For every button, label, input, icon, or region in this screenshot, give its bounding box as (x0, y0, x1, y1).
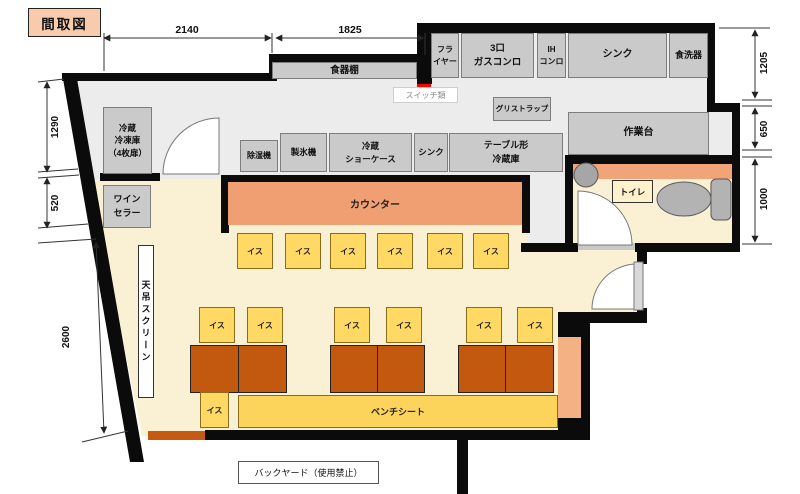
equipment-fryer: フラ イヤー (431, 33, 459, 78)
bench-seat: ベンチシート (238, 395, 558, 428)
chair: イス (427, 233, 463, 269)
toilet-door-threshold (578, 243, 635, 250)
doors (162, 117, 644, 311)
ceiling-screen: 天吊スクリーン (138, 245, 154, 398)
toilet-door-arc (577, 190, 633, 246)
equipment-showcase: 冷蔵 ショーケース (329, 133, 412, 172)
chair: イス (247, 307, 283, 343)
equipment-fridge-freezer: 冷蔵 冷凍庫 （4枚扉） (103, 107, 152, 174)
back-door-strip (148, 431, 205, 440)
table (330, 345, 378, 393)
equipment-sink-top: シンク (568, 33, 667, 78)
table (238, 345, 287, 393)
chair: イス (330, 233, 366, 269)
equipment-ice-maker: 製氷機 (280, 133, 327, 172)
chair: イス (199, 307, 235, 343)
chair: イス (285, 233, 321, 269)
toilet-tank (710, 178, 732, 221)
dim-right-lower: 1000 (759, 187, 770, 211)
equipment-gas-stove: 3口 ガスコンロ (461, 33, 534, 78)
equipment-ih-stove: IH コンロ (537, 33, 566, 78)
dim-right-upper: 1205 (759, 51, 770, 75)
dim-top-left: 2140 (175, 24, 199, 36)
chair: イス (386, 307, 422, 343)
chair: イス (377, 233, 413, 269)
equipment-grease-trap: グリストラップ (493, 97, 551, 121)
equipment-work-table: 作業台 (568, 112, 709, 155)
dim-left-mid: 520 (50, 194, 61, 212)
table (458, 345, 506, 393)
chair: イス (334, 307, 370, 343)
backyard-label: バックヤード（使用禁止） (238, 461, 379, 484)
entrance-door-leaf (633, 261, 644, 311)
toilet-fixtures (573, 162, 732, 221)
table (377, 345, 425, 393)
dim-left-lower: 2600 (61, 325, 72, 349)
table (190, 345, 239, 393)
counter: カウンター (228, 182, 522, 225)
dim-left-upper: 1290 (50, 115, 61, 139)
equipment-dish-shelf: 食器棚 (272, 62, 417, 79)
chair: イス (200, 392, 229, 428)
toilet-label: トイレ (612, 180, 653, 203)
chair: イス (237, 233, 273, 269)
dimension-lines (37, 27, 772, 443)
chair: イス (473, 233, 509, 269)
equipment-dehumidifier: 除湿機 (240, 140, 278, 172)
table (505, 345, 554, 393)
toilet-sink (573, 162, 599, 188)
entrance-door-arc (591, 263, 638, 310)
chair: イス (517, 307, 553, 343)
equipment-wine-cellar: ワイン セラー (103, 185, 151, 228)
equipment-dishwasher: 食洗器 (669, 33, 708, 78)
kitchen-door-arc (162, 117, 220, 175)
chair: イス (466, 307, 502, 343)
page-title: 間取図 (28, 8, 101, 37)
entry-salmon-strip (558, 337, 581, 418)
toilet-counter-strip (573, 164, 732, 179)
toilet-bowl (656, 181, 712, 217)
equipment-sink-mid: シンク (414, 133, 448, 172)
dim-right-mid: 650 (759, 120, 770, 138)
equipment-table-fridge: テーブル形 冷蔵庫 (449, 133, 563, 172)
switches-label: スイッチ類 (393, 87, 458, 103)
dim-top-right: 1825 (338, 24, 362, 36)
